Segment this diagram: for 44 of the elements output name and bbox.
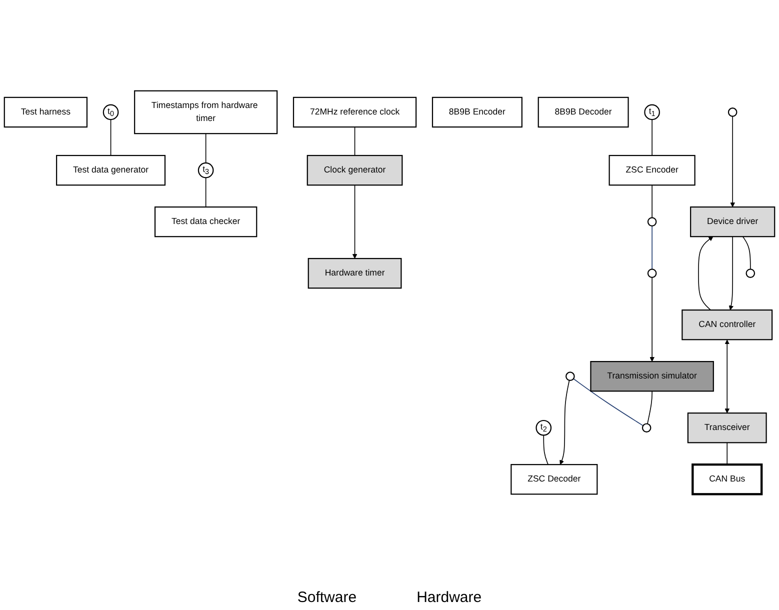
node-box: Clock generator	[306, 154, 403, 186]
node-box: CAN controller	[682, 309, 773, 340]
connector	[354, 126, 356, 156]
node-box: Device driver	[690, 206, 776, 238]
arrow	[650, 277, 654, 362]
arrow	[698, 236, 714, 310]
node-circle	[647, 268, 657, 278]
node-box: Test data generator	[56, 154, 166, 186]
node-circle: t$_{0}$	[102, 104, 119, 120]
node-circle	[746, 268, 756, 278]
node-box: Transceiver	[687, 412, 767, 444]
node-box: Timestamps from hardware timer	[134, 90, 278, 134]
node-circle	[728, 108, 738, 117]
connector	[205, 177, 206, 208]
connector	[110, 119, 112, 156]
node-box: Test data checker	[154, 206, 258, 238]
node-circle	[647, 217, 657, 226]
connector	[205, 133, 206, 164]
node-circle	[566, 372, 575, 381]
node-circle: t$_{2}$	[536, 420, 552, 436]
node-circle	[642, 423, 652, 433]
region-label: Hardware	[416, 589, 482, 606]
node-box: Test harness	[4, 96, 88, 128]
arrow	[560, 380, 570, 465]
node-box: Hardware timer	[308, 258, 402, 289]
node-box: Transmission simulator	[590, 361, 714, 392]
node-box: ZSC Decoder	[510, 464, 598, 495]
connector	[647, 390, 652, 424]
node-box: CAN Bus	[692, 463, 763, 496]
connector	[573, 378, 644, 426]
arrow	[728, 236, 734, 310]
region-label: Software	[297, 589, 357, 606]
arrow	[724, 340, 730, 414]
node-box: ZSC Encoder	[608, 154, 696, 186]
node-box: 8B9B Decoder	[538, 96, 629, 128]
connector	[726, 442, 728, 465]
arrow	[730, 116, 735, 208]
node-circle: t$_{3}$	[198, 162, 214, 178]
connector	[543, 434, 549, 465]
arrow	[352, 184, 358, 259]
node-box: 8B9B Encoder	[432, 96, 522, 128]
connector	[742, 236, 751, 270]
node-circle: t$_{1}$	[644, 104, 660, 120]
node-box: 72MHz reference clock	[292, 96, 417, 128]
